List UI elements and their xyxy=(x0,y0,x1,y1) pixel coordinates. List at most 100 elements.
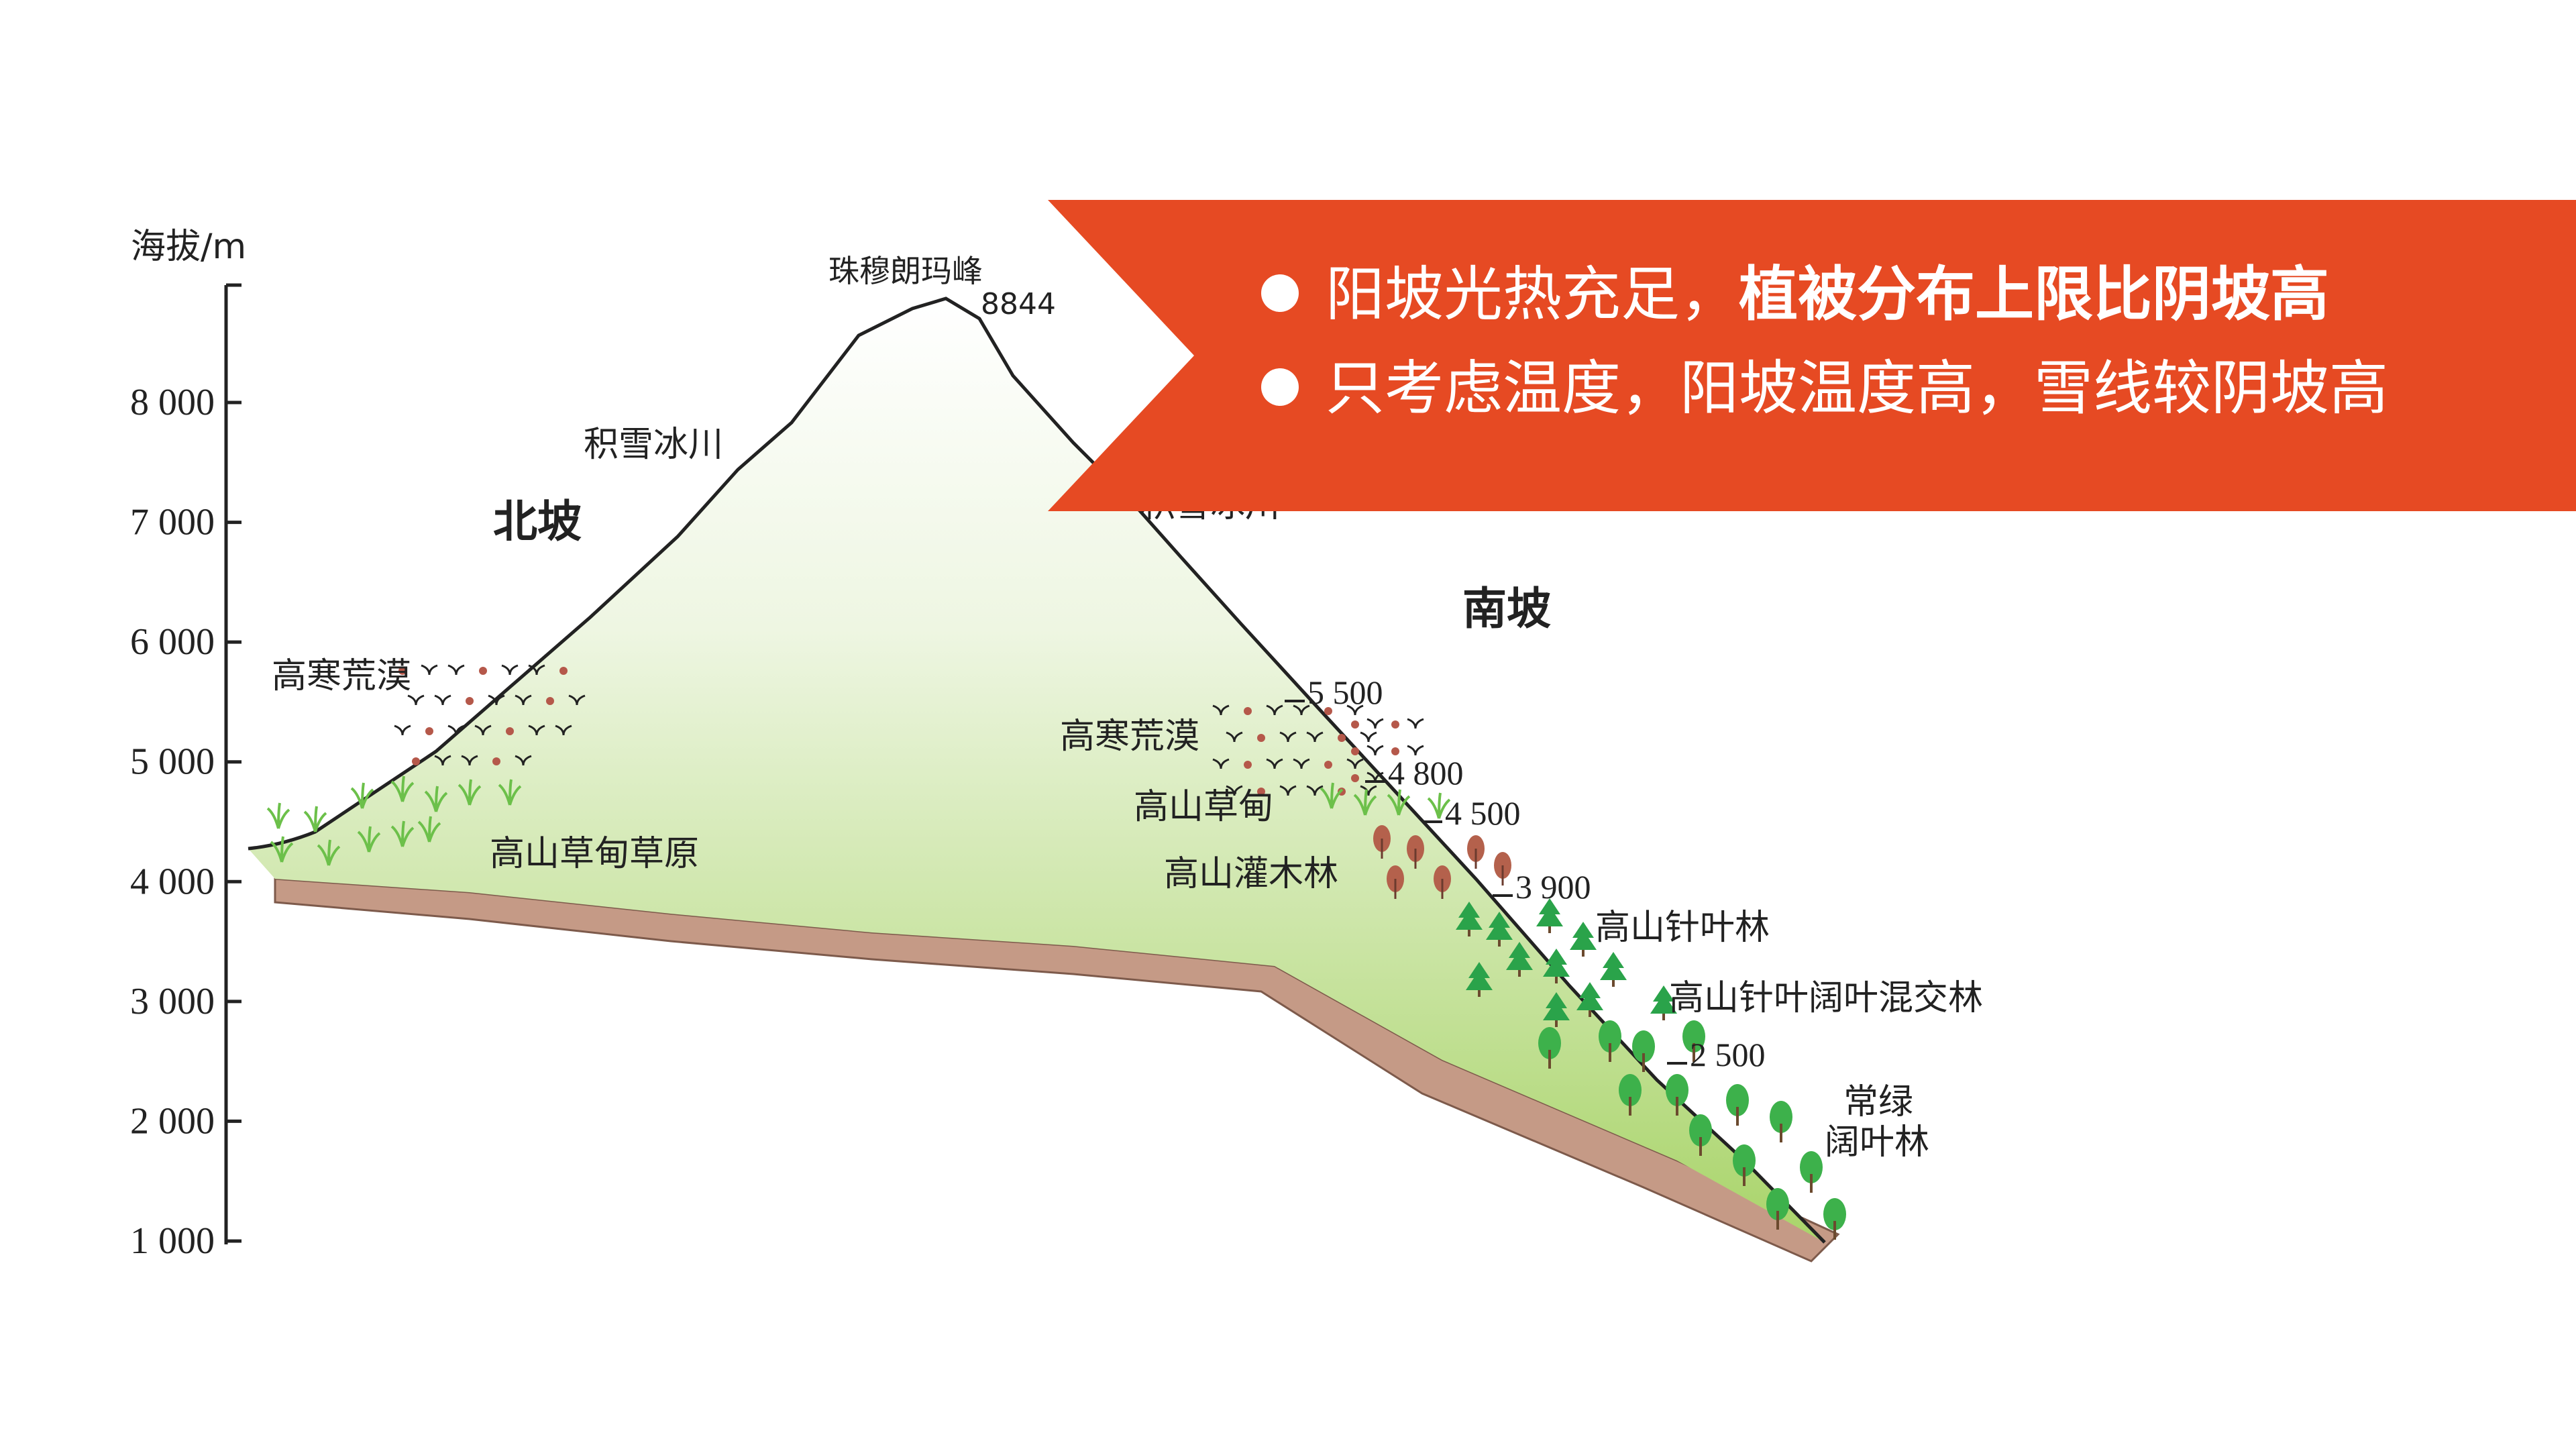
conifer-icon xyxy=(1506,942,1533,977)
desert-dot-icon xyxy=(1338,734,1346,742)
south-evergreen-label-2: 阔叶林 xyxy=(1825,1122,1929,1163)
slope-fill xyxy=(248,299,1825,1242)
desert-dot-icon xyxy=(1351,774,1359,782)
desert-sprout-icon xyxy=(1266,758,1283,769)
grass-icon xyxy=(424,786,448,812)
desert-sprout-icon xyxy=(1226,731,1243,743)
desert-sprout-icon xyxy=(1293,704,1310,716)
desert-dot-icon xyxy=(398,667,407,675)
conifer-icon xyxy=(1600,952,1627,987)
broadleaf-tree-icon xyxy=(1599,1020,1621,1062)
labels: 珠穆朗玛峰 8844 积雪冰川 北坡 高寒荒漠 高山草甸草原 积雪冰川 南坡 高… xyxy=(272,253,1983,1163)
grass-icon xyxy=(266,802,290,829)
axis-tick-label: 8 000 xyxy=(130,382,215,423)
grass-icon xyxy=(390,820,415,847)
desert-dot-icon xyxy=(412,757,420,765)
desert-sprout-icon xyxy=(1407,745,1424,756)
desert-dot-icon xyxy=(1324,707,1332,715)
banner-line-1-normal: 阳坡光热充足， xyxy=(1326,260,1739,329)
shrub-icon xyxy=(1494,852,1511,885)
conifer-icon xyxy=(1570,922,1597,957)
desert-dot-icon xyxy=(1244,761,1252,769)
desert-sprout-icon xyxy=(407,694,425,706)
south-conifer-label: 高山针叶林 xyxy=(1595,908,1770,948)
conifer-icon xyxy=(1650,985,1677,1020)
broadleaf-tree-icon xyxy=(1726,1084,1749,1126)
mountain xyxy=(248,297,1840,1263)
grass-icon xyxy=(417,816,441,843)
highlight-banner xyxy=(1048,200,2576,511)
banner-line-1-bold: 植被分布上限比阴坡高 xyxy=(1739,260,2330,329)
south-desert-label: 高寒荒漠 xyxy=(1060,716,1199,757)
desert-sprout-icon xyxy=(394,724,411,736)
broadleaf-tree-icon xyxy=(1800,1151,1823,1193)
desert-dot-icon xyxy=(1257,734,1265,742)
desert-sprout-icon xyxy=(474,724,492,736)
desert-sprout-icon xyxy=(1366,745,1384,756)
broadleaf-tree-icon xyxy=(1733,1144,1756,1186)
grass-icon xyxy=(1427,792,1451,819)
desert-sprout-icon xyxy=(515,755,532,766)
south-mixed-label: 高山针叶阔叶混交林 xyxy=(1669,978,1983,1018)
desert-dot-icon xyxy=(1391,747,1399,755)
desert-sprout-icon xyxy=(488,694,505,706)
north-glacier-label: 积雪冰川 xyxy=(584,425,723,465)
desert-sprout-icon xyxy=(1293,758,1310,769)
desert-dot-icon xyxy=(1351,747,1359,755)
conifer-icon xyxy=(1456,902,1483,936)
broadleaf-tree-icon xyxy=(1823,1198,1846,1240)
desert-sprout-icon xyxy=(1226,785,1243,796)
grass-icon xyxy=(498,779,522,806)
desert-dot-icon xyxy=(466,697,474,705)
axis-tick-label: 4 000 xyxy=(130,861,215,902)
desert-sprout-icon xyxy=(1407,718,1424,729)
broadleaf-tree-icon xyxy=(1538,1027,1561,1069)
desert-sprout-icon xyxy=(1306,731,1324,743)
desert-dot-icon xyxy=(1244,707,1252,715)
desert-sprout-icon xyxy=(434,755,451,766)
broadleaf-tree-icon xyxy=(1689,1114,1712,1156)
north-slope-label: 北坡 xyxy=(493,498,582,547)
axis-tick-label: 7 000 xyxy=(130,502,215,543)
desert-sprout-icon xyxy=(447,664,465,676)
desert-dot-icon xyxy=(1351,720,1359,729)
shrub-icon xyxy=(1373,825,1391,859)
desert-sprout-icon xyxy=(1212,704,1230,716)
desert-sprout-icon xyxy=(1306,785,1324,796)
banner-line-2-text: 只考虑温度，阳坡温度高，雪线较阴坡高 xyxy=(1326,354,2389,423)
desert-sprout-icon xyxy=(1360,731,1377,743)
desert-sprout-icon xyxy=(1212,758,1230,769)
conifer-icon xyxy=(1466,962,1493,997)
north-grassland-label: 高山草甸草原 xyxy=(490,834,699,874)
peak-name: 珠穆朗玛峰 xyxy=(828,253,983,289)
boundary-label: 4 800 xyxy=(1388,754,1464,792)
desert-dot-icon xyxy=(506,727,514,735)
desert-sprout-icon xyxy=(528,724,545,736)
desert-sprout-icon xyxy=(1266,704,1283,716)
desert-dot-icon xyxy=(546,697,554,705)
grass-icon xyxy=(357,826,381,853)
conifer-icon xyxy=(1576,982,1603,1017)
grass-icon xyxy=(303,806,327,833)
grass-icon xyxy=(317,839,341,866)
desert-sprout-icon xyxy=(568,694,586,706)
south-shrub-label: 高山灌木林 xyxy=(1164,854,1338,894)
axis-unit-label: 海拔/m xyxy=(131,227,246,267)
grass-icon xyxy=(1387,789,1411,816)
desert-sprout-icon xyxy=(1346,704,1364,716)
broadleaf-tree-icon xyxy=(1682,1020,1705,1062)
desert-dot-icon xyxy=(479,667,487,675)
conifer-icon xyxy=(1486,912,1513,947)
conifer-icon xyxy=(1543,992,1570,1027)
grass-icon xyxy=(390,775,415,802)
shrub-icon xyxy=(1407,835,1424,869)
desert-dot-icon xyxy=(1257,788,1265,796)
mountain-outline xyxy=(248,297,1826,1244)
boundary-label: 2 500 xyxy=(1690,1036,1766,1073)
desert-sprout-icon xyxy=(1360,785,1377,796)
broadleaf-tree-icon xyxy=(1766,1188,1789,1230)
grass-icon xyxy=(1320,782,1344,809)
shrub-icon xyxy=(1387,865,1404,899)
desert-dot-icon xyxy=(559,667,568,675)
